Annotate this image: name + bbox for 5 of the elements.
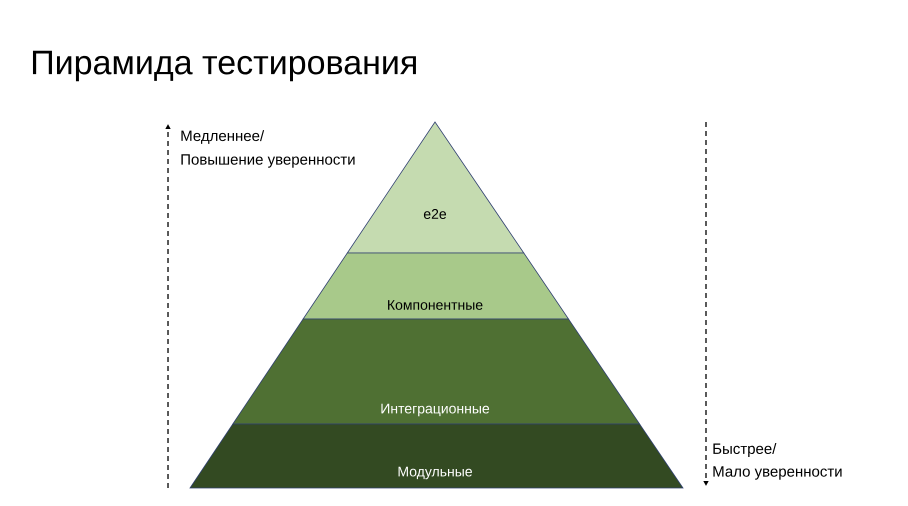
- title: Пирамида тестирования: [32, 50, 416, 82]
- note-text: Быстрее/: [713, 443, 776, 457]
- note-text: Медленнее/: [181, 130, 264, 144]
- pyramid-band: Интеграционные: [232, 318, 640, 424]
- note-text: Мало уверенности: [713, 466, 842, 480]
